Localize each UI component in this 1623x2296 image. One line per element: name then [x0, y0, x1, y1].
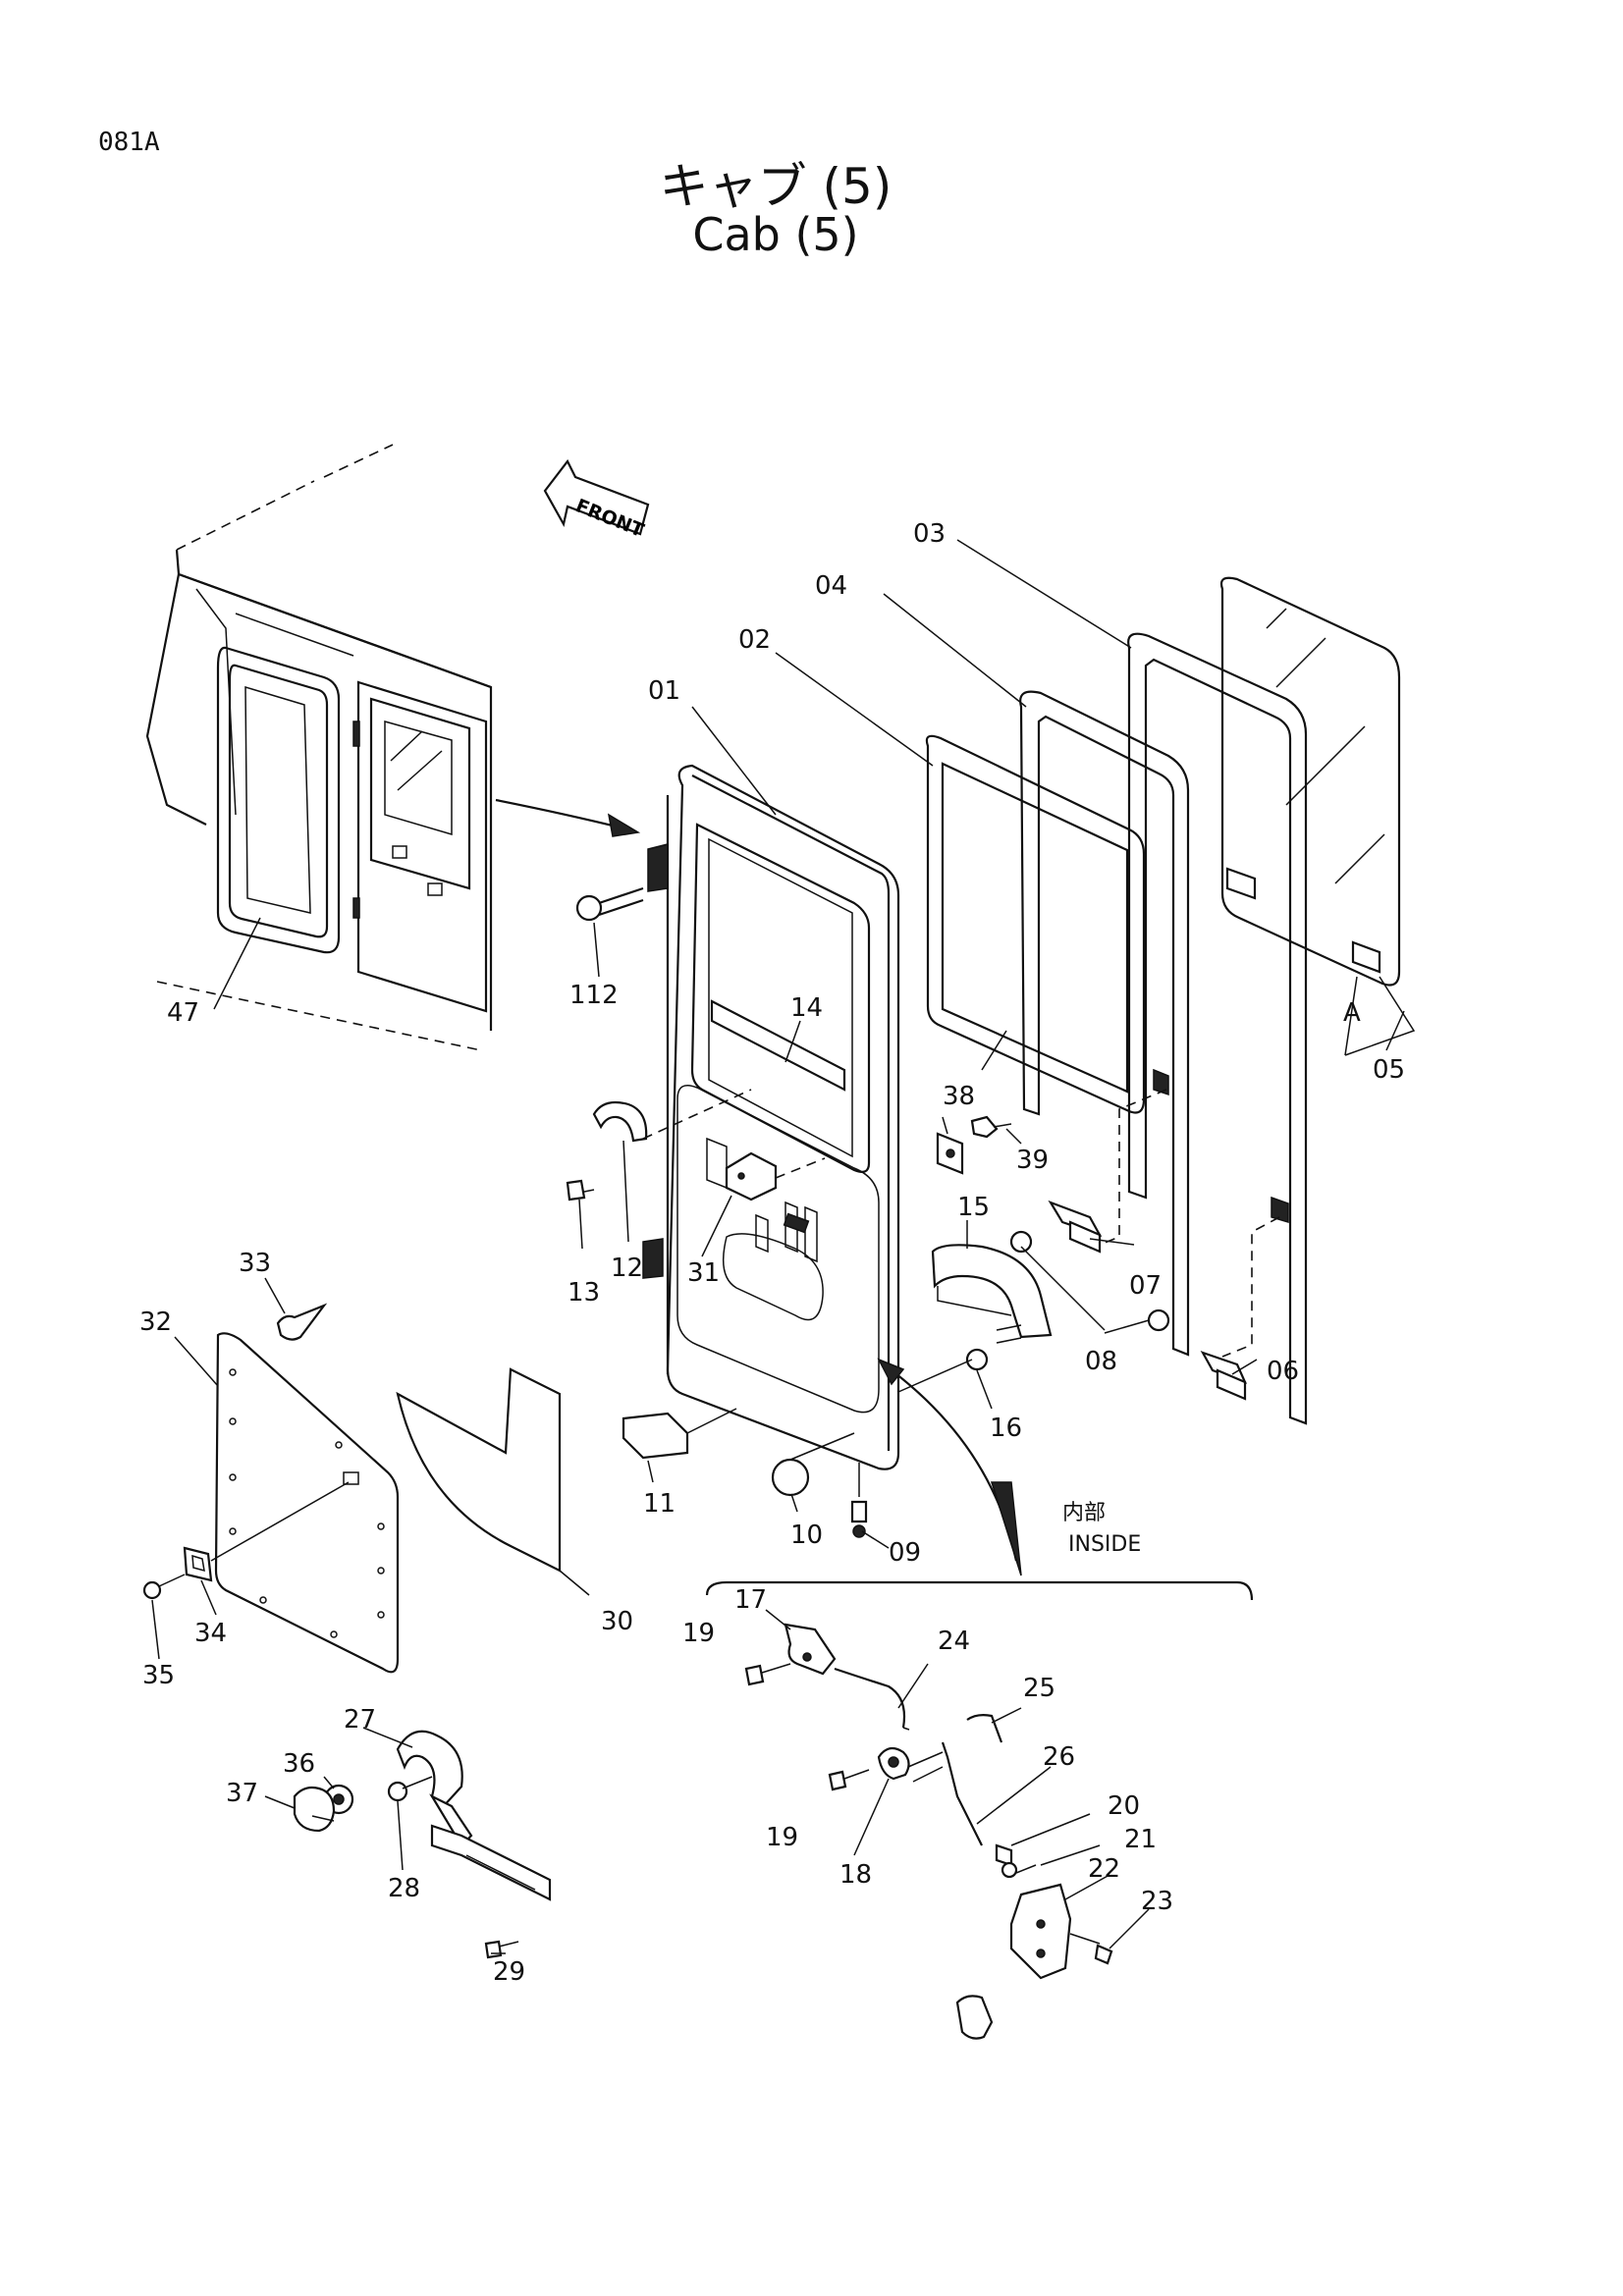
label-part-05: 05: [1373, 1055, 1405, 1085]
label-part-29: 29: [493, 1957, 525, 1987]
label-part-112: 112: [569, 981, 619, 1010]
label-part-34: 34: [194, 1619, 227, 1648]
label-part-10: 10: [790, 1521, 823, 1550]
label-part-A: A: [1343, 998, 1361, 1028]
label-part-03: 03: [913, 519, 946, 549]
grip-handle-12: [566, 1089, 752, 1201]
plug-10: [771, 1432, 868, 1538]
label-part-26: 26: [1043, 1742, 1075, 1772]
bracket-38-and-bolt-39: [936, 1115, 1012, 1175]
label-part-16: 16: [990, 1414, 1022, 1443]
pad-11: [622, 1408, 737, 1460]
label-part-25: 25: [1023, 1674, 1055, 1703]
inside-note-jp: 内部: [1062, 1501, 1106, 1525]
label-part-15: 15: [957, 1193, 990, 1222]
cover-15: [897, 1244, 1053, 1393]
leader-lines: [151, 539, 1405, 1954]
label-part-32: 32: [139, 1308, 172, 1337]
clip-34: [142, 1546, 213, 1600]
inside-note-en: INSIDE: [1068, 1532, 1141, 1557]
label-part-31: 31: [687, 1258, 720, 1288]
sliding-glass-05: [1219, 576, 1416, 1056]
label-part-19-lower: 19: [766, 1823, 798, 1852]
label-part-02: 02: [738, 625, 771, 655]
label-part-18: 18: [839, 1860, 872, 1890]
front-direction-marker: FRONT: [543, 458, 650, 542]
label-part-23: 23: [1141, 1887, 1173, 1916]
label-part-04: 04: [815, 571, 847, 601]
main-door-assembly: [642, 764, 900, 1470]
label-part-06: 06: [1267, 1357, 1299, 1386]
latch-block-31: [725, 1151, 826, 1201]
label-part-36: 36: [283, 1749, 315, 1779]
part-number-labels: 01 02 03 04 05 A 06 07 08 09 10 11 12 13…: [139, 519, 1405, 1987]
page-title-english: Cab (5): [692, 208, 859, 261]
label-part-07: 07: [1129, 1271, 1162, 1301]
label-part-33: 33: [239, 1249, 271, 1278]
screw-112: [575, 886, 644, 922]
label-part-11: 11: [643, 1489, 676, 1519]
page-title-japanese: キャブ (5): [659, 158, 893, 215]
cab-body-illustration: [145, 444, 641, 1051]
page-code: 081A: [98, 128, 160, 157]
label-part-21: 21: [1124, 1825, 1157, 1854]
label-part-09: 09: [889, 1538, 921, 1568]
label-part-19-upper: 19: [682, 1619, 715, 1648]
rail-brackets: [1009, 1089, 1280, 1401]
label-part-01: 01: [648, 676, 680, 706]
label-part-28: 28: [388, 1874, 420, 1903]
label-part-20: 20: [1108, 1791, 1140, 1821]
label-part-27: 27: [344, 1705, 376, 1735]
label-part-39: 39: [1016, 1146, 1049, 1175]
label-part-14: 14: [790, 993, 823, 1023]
trim-panel-32: [210, 1303, 400, 1674]
pedal-assembly-27: [293, 1730, 552, 1959]
channel-rail-03: [1127, 632, 1308, 1425]
label-part-30: 30: [601, 1607, 633, 1636]
channel-rail-04: [1019, 690, 1190, 1357]
label-part-47: 47: [167, 998, 199, 1028]
sheet-30: [396, 1367, 590, 1596]
label-part-08: 08: [1085, 1347, 1117, 1376]
label-part-24: 24: [938, 1627, 970, 1656]
label-part-38: 38: [943, 1082, 975, 1111]
window-seal-02: [925, 734, 1146, 1114]
label-part-17: 17: [734, 1585, 767, 1615]
inside-latch-mechanism: [744, 1609, 1113, 2040]
label-part-13: 13: [568, 1278, 600, 1308]
label-part-22: 22: [1088, 1854, 1120, 1884]
label-part-12: 12: [611, 1254, 643, 1283]
label-part-37: 37: [226, 1779, 258, 1808]
label-part-35: 35: [142, 1661, 175, 1690]
